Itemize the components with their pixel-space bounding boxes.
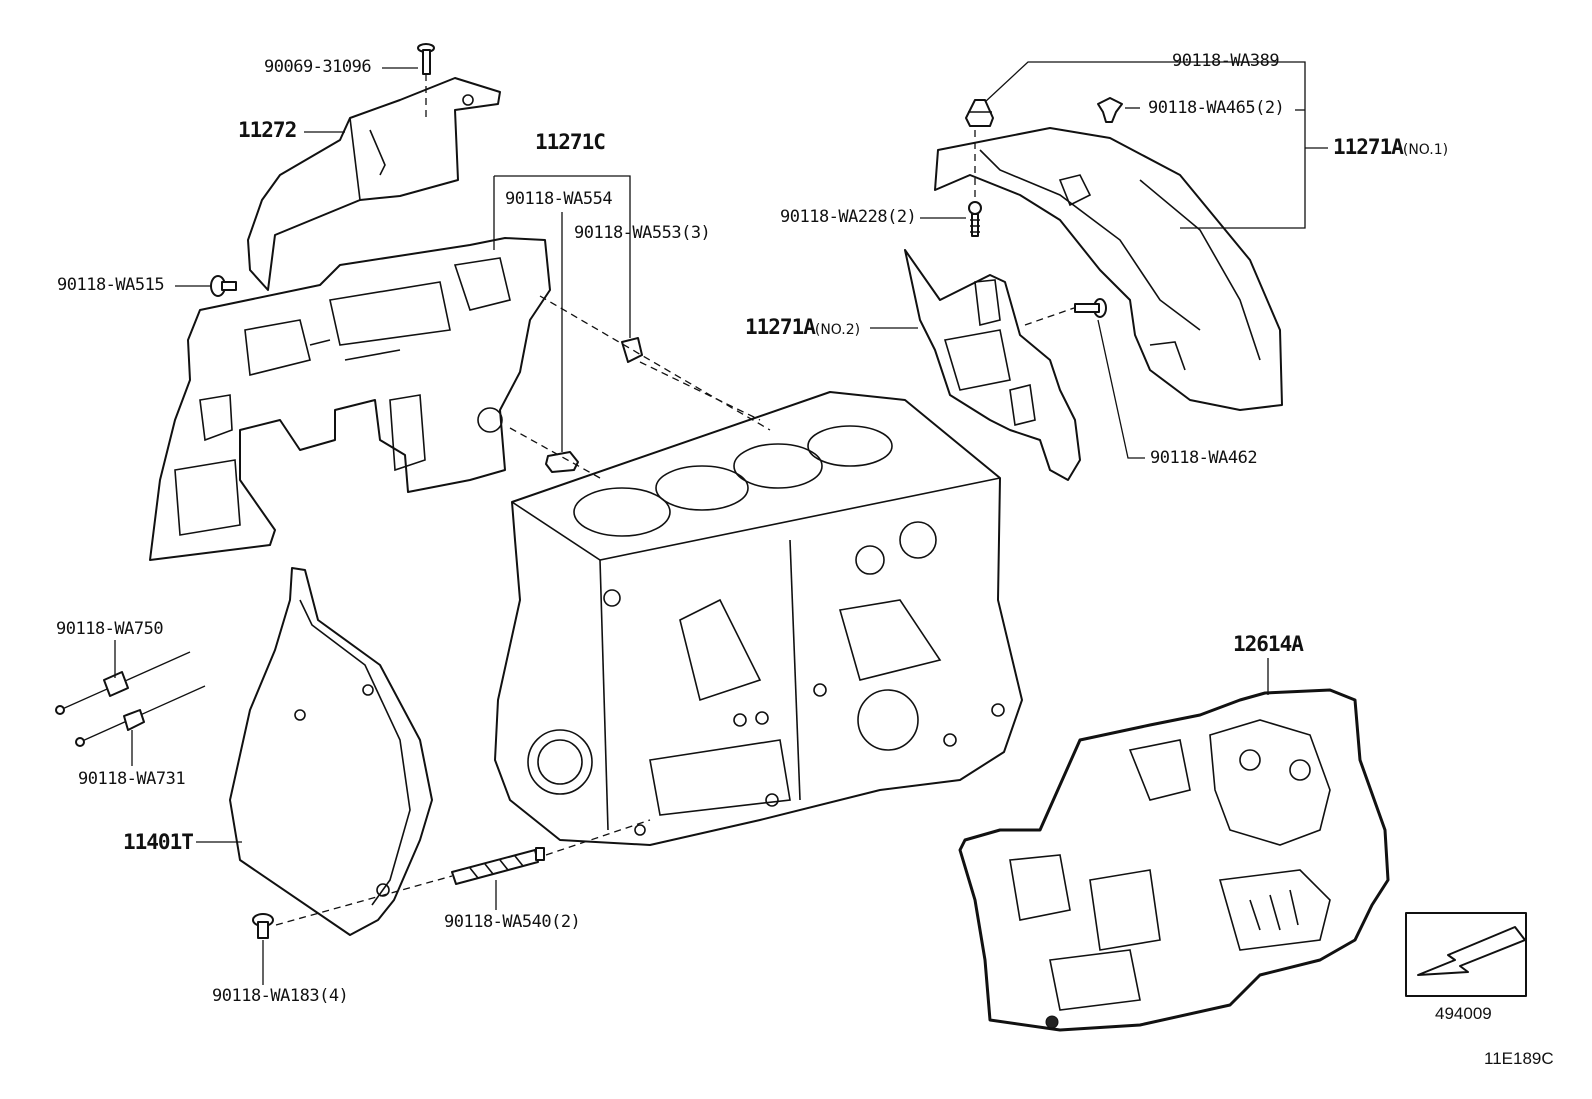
label-90118-wa540: 90118-WA540(2)	[444, 912, 581, 932]
clip-90118-wa554	[545, 451, 579, 473]
label-11271a-no1-suffix: (NO.1)	[1402, 142, 1449, 158]
label-90118-wa228: 90118-WA228(2)	[780, 207, 917, 227]
insulator-11272	[247, 77, 501, 291]
fastener-90069-31096	[417, 43, 435, 75]
label-11401t: 11401T	[123, 830, 194, 854]
clip-90118-wa183	[252, 913, 274, 939]
leader-lines	[114, 61, 1328, 985]
diagram-id: 11E189C	[1484, 1049, 1554, 1068]
insulator-11271a-no1	[934, 127, 1283, 411]
alignment-lines	[275, 74, 1075, 926]
clip-90118-wa465	[1097, 97, 1123, 123]
label-11271c: 11271C	[535, 130, 606, 154]
tie-90118-wa750	[55, 651, 191, 715]
label-90118-wa389: 90118-WA389	[1172, 51, 1280, 71]
label-90118-wa750: 90118-WA750	[56, 619, 164, 639]
label-90118-wa553: 90118-WA553(3)	[574, 223, 711, 243]
bolt-90118-wa462	[1074, 298, 1107, 318]
label-90118-wa462: 90118-WA462	[1150, 448, 1258, 468]
label-90118-wa554: 90118-WA554	[505, 189, 613, 209]
label-11271a-no1: 11271A(NO.1)	[1333, 135, 1449, 159]
label-90118-wa731: 90118-WA731	[78, 769, 186, 789]
insulator-12614a	[958, 688, 1390, 1032]
view-indicator	[1405, 912, 1527, 997]
bolt-90118-wa228	[968, 201, 982, 237]
tie-90118-wa731	[75, 685, 206, 747]
label-11271a-no2: 11271A(NO.2)	[745, 315, 861, 339]
label-11271a-no2-suffix: (NO.2)	[814, 322, 861, 338]
label-90118-wa465: 90118-WA465(2)	[1148, 98, 1285, 118]
insulator-11271a-no2	[904, 249, 1081, 481]
cover-11401t	[229, 567, 433, 936]
clip-90118-wa553	[621, 337, 643, 363]
insulator-11271c	[149, 237, 551, 561]
label-90069-31096: 90069-31096	[264, 57, 372, 77]
pin-90118-wa540	[451, 847, 545, 885]
clip-90118-wa515	[210, 275, 237, 297]
view-code: 494009	[1435, 1004, 1492, 1023]
label-11272: 11272	[238, 118, 297, 142]
label-12614a: 12614A	[1233, 632, 1304, 656]
clip-90118-wa389	[965, 99, 994, 127]
label-90118-wa183: 90118-WA183(4)	[212, 986, 349, 1006]
engine-block	[494, 391, 1023, 846]
label-90118-wa515: 90118-WA515	[57, 275, 165, 295]
